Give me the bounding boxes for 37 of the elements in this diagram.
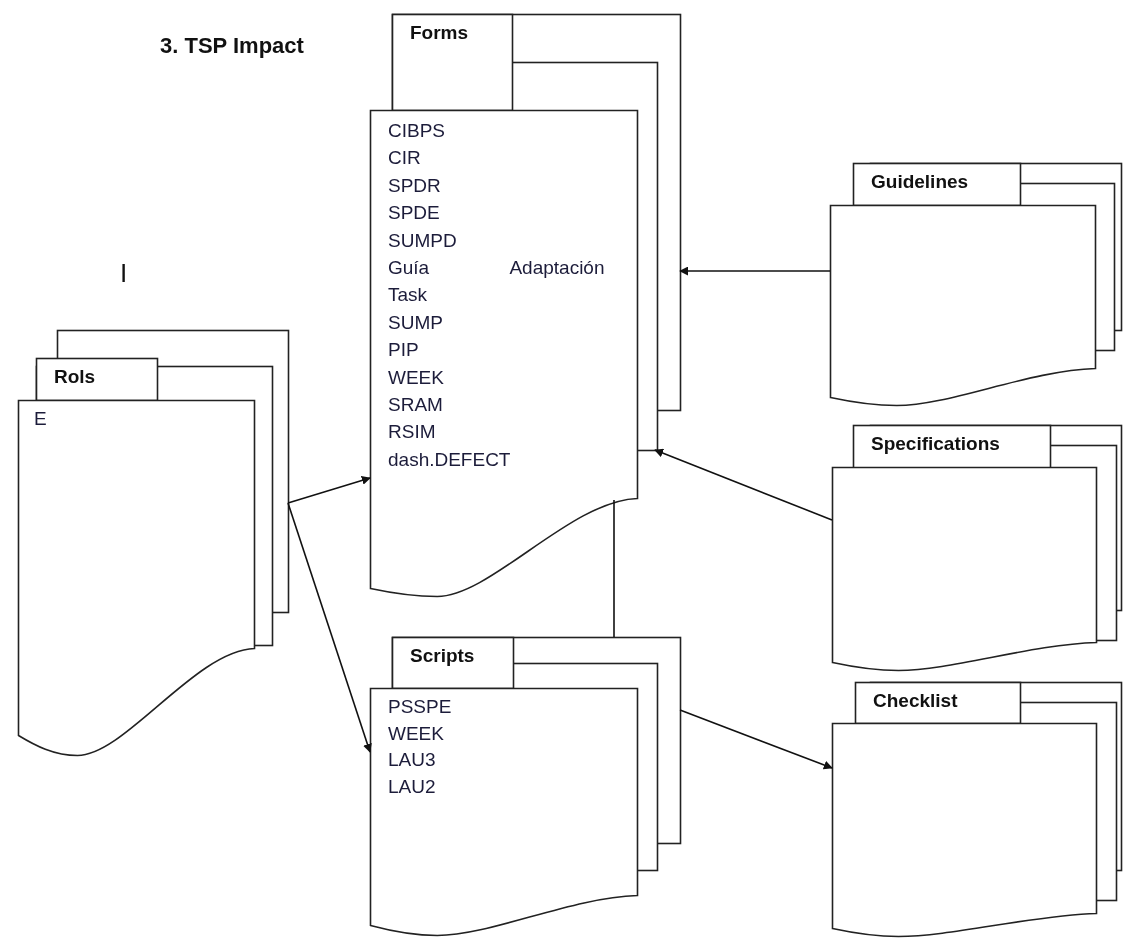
document-stack (370, 637, 680, 935)
stack-heading: Forms (410, 22, 469, 44)
list-item: SUMP (388, 311, 443, 334)
list-item: E (34, 408, 47, 430)
list-item: Task (388, 284, 428, 307)
list-item: LAU3 (388, 749, 436, 771)
list-item: Guía Adaptación (388, 257, 605, 279)
list-item: SPDR (388, 174, 441, 197)
stack-heading: Rols (54, 366, 96, 388)
list-item: RSIM (388, 421, 436, 444)
arrow (679, 266, 831, 276)
list-item: SRAM (388, 394, 443, 416)
list-item: SPDE (388, 202, 440, 225)
list-item: LAU2 (388, 775, 436, 798)
arrow (287, 502, 372, 753)
document-stack (370, 14, 680, 596)
list-item: CIBPS (388, 120, 446, 142)
text-label: I (120, 258, 128, 289)
arrow (679, 709, 833, 770)
list-item: WEEK (388, 366, 444, 389)
arrow (654, 448, 833, 521)
list-item: PIP (388, 339, 419, 362)
document-stack (18, 330, 288, 755)
diagram-title: 3. TSP Impact (160, 33, 304, 59)
arrow (287, 476, 371, 504)
list-item: CIR (388, 147, 421, 170)
stack-heading: Guidelines (871, 171, 969, 193)
list-item: dash.DEFECT (388, 448, 511, 471)
stack-heading: Checklist (873, 690, 958, 712)
document-stack (832, 425, 1121, 670)
list-item: PSSPE (388, 696, 452, 718)
list-item: SUMPD (388, 229, 457, 252)
stack-heading: Specifications (871, 433, 1000, 455)
list-item: WEEK (388, 722, 444, 745)
document-stack (832, 682, 1121, 936)
document-stack (830, 163, 1121, 405)
stack-heading: Scripts (410, 645, 475, 667)
